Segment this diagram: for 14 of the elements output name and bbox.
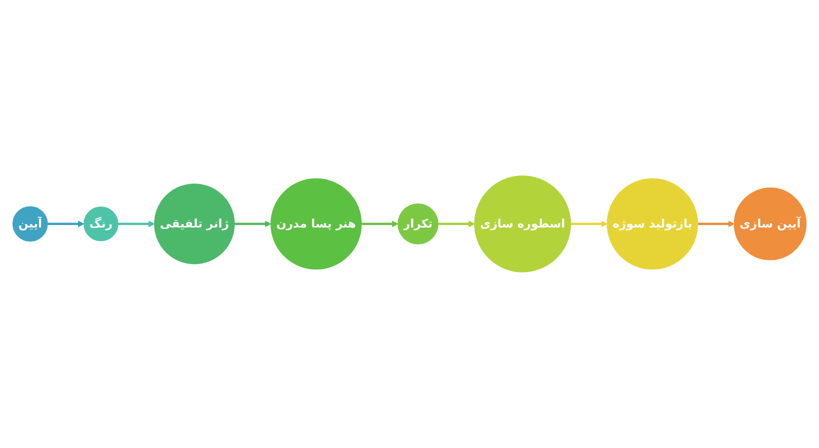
node-circle: اسطوره سازی — [474, 176, 572, 272]
node-circle: هنر پسا مدرن — [270, 178, 362, 270]
arrow — [234, 220, 272, 228]
arrow — [698, 220, 734, 228]
arrow — [570, 220, 608, 228]
node-circle: آیین سازی — [734, 188, 807, 260]
node-circle: بازتولید سوژه — [606, 178, 698, 270]
arrow — [361, 220, 398, 228]
node-circle: آیین — [12, 206, 48, 242]
arrow — [47, 220, 84, 228]
node-circle: رنگ — [84, 206, 118, 242]
arrow — [438, 220, 475, 228]
arrow — [118, 220, 155, 228]
node-circle: ژانر تلفیقی — [154, 184, 235, 264]
